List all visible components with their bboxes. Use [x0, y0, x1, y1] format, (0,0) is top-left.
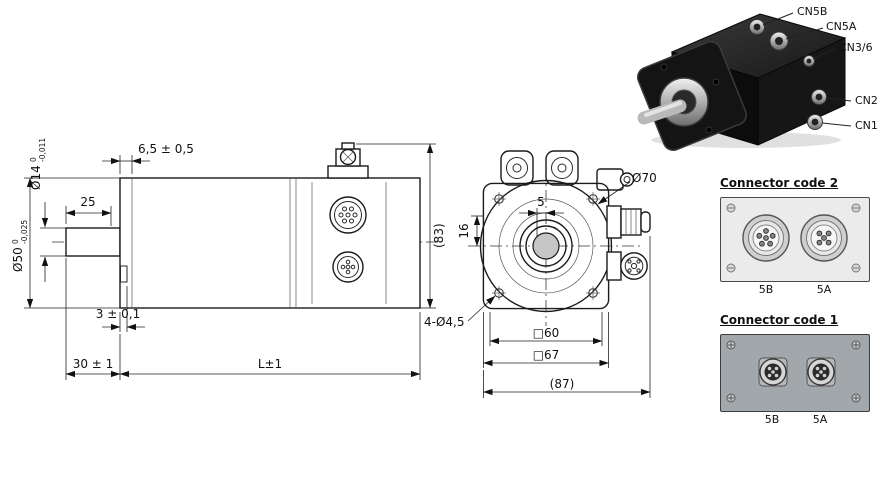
shaft-front: [532, 232, 560, 260]
connector-code-1-panel: Connector code 1: [710, 313, 880, 433]
dim-vertical-16: 16: [457, 215, 483, 247]
svg-text:4-Ø4,5: 4-Ø4,5: [424, 315, 465, 329]
dim-width-87: (87): [482, 236, 651, 398]
dim-key: 3 ± 0,1: [96, 286, 145, 332]
motor-body-outline: [119, 177, 421, 309]
svg-text:3 ± 0,1: 3 ± 0,1: [96, 307, 140, 321]
dim-square-60: □60: [489, 312, 603, 346]
connector-5a-code1: [806, 357, 836, 387]
front-cn36-connector: [596, 168, 635, 191]
label-cn5b: CN5B: [797, 5, 828, 18]
connector-code-1-title: Connector code 1: [720, 313, 839, 327]
shaft-outline: [65, 227, 121, 257]
connector-knobs: [749, 19, 827, 130]
connector-code-1-box: [720, 334, 870, 412]
front-top-connectors: [500, 150, 579, 186]
dim-shaft-diameter: Ø14 0 -0,011: [29, 138, 66, 282]
front-view: Ø70 5 16 4-Ø4,5: [424, 150, 657, 398]
svg-text:□67: □67: [533, 348, 560, 362]
svg-text:(87): (87): [550, 377, 575, 391]
code1-label-5a: 5A: [812, 413, 828, 426]
panel1-screws: [726, 340, 861, 403]
flange-square: [482, 182, 610, 310]
dim-circle-70: Ø70: [597, 171, 657, 205]
dim-length: L±1: [119, 312, 421, 380]
label-cn2: CN2: [855, 94, 878, 107]
svg-text:-0,011: -0,011: [38, 138, 47, 162]
svg-text:-0,025: -0,025: [20, 220, 29, 244]
svg-text:□60: □60: [533, 326, 560, 340]
photo-leader-lines: [762, 12, 852, 127]
svg-text:Ø50: Ø50: [11, 247, 25, 272]
code2-label-5b: 5B: [758, 283, 774, 296]
side-connector-large: [329, 196, 367, 234]
dim-offset-5: 5: [519, 195, 564, 236]
connector-code-2-box: [720, 197, 870, 282]
panel2-screws: [726, 203, 861, 273]
label-cn5a: CN5A: [826, 20, 857, 33]
svg-text:25: 25: [80, 195, 95, 209]
label-cn36: CN3/6: [839, 41, 873, 54]
svg-text:6,5 ± 0,5: 6,5 ± 0,5: [138, 142, 194, 156]
product-photo-render: [636, 12, 852, 152]
connector-code-2-graphic: [726, 203, 861, 273]
svg-text:0: 0: [29, 157, 38, 162]
connector-code-2-title: Connector code 2: [720, 176, 839, 190]
motor-3d-body: [636, 13, 847, 152]
front-right-connectors: [606, 205, 651, 281]
dim-flange-diameter: Ø50 0 -0,025: [11, 177, 120, 309]
dim-shaft-total: 30 ± 1: [65, 258, 121, 380]
connector-code-2-panel: Connector code 2: [710, 176, 880, 301]
dim-square-67: □67: [482, 312, 609, 368]
connector-5b-code1: [758, 357, 788, 387]
code2-label-5a: 5A: [816, 283, 832, 296]
svg-text:Ø70: Ø70: [632, 171, 657, 185]
connector-5a-code2: [800, 214, 848, 262]
shaft-3d: [637, 99, 687, 125]
product-photo: CN5B CN5A CN3/6 CN2 CN1: [636, 2, 892, 152]
svg-text:(83): (83): [432, 223, 446, 248]
connector-code-1-graphic: [726, 340, 861, 403]
side-connector-small: [332, 251, 364, 283]
key-clip: [120, 265, 128, 283]
svg-text:16: 16: [457, 223, 471, 238]
connector-5b-code2: [742, 214, 790, 262]
svg-text:5: 5: [537, 195, 545, 209]
code1-label-5b: 5B: [764, 413, 780, 426]
label-cn1: CN1: [855, 119, 878, 132]
side-view: Ø14 0 -0,011 Ø50 0 -0,025: [11, 138, 446, 380]
dim-pilot: 6,5 ± 0,5: [102, 142, 194, 174]
dim-holes-label: 4-Ø4,5: [424, 295, 496, 329]
svg-text:30 ± 1: 30 ± 1: [73, 357, 114, 371]
mounting-holes: [492, 192, 600, 300]
svg-text:0: 0: [11, 239, 20, 244]
dim-shaft-usable: 25: [65, 195, 112, 226]
flange-circle: [479, 179, 613, 313]
dim-height: (83): [356, 143, 446, 309]
top-connector-side: [327, 142, 369, 179]
svg-text:L±1: L±1: [258, 357, 282, 371]
